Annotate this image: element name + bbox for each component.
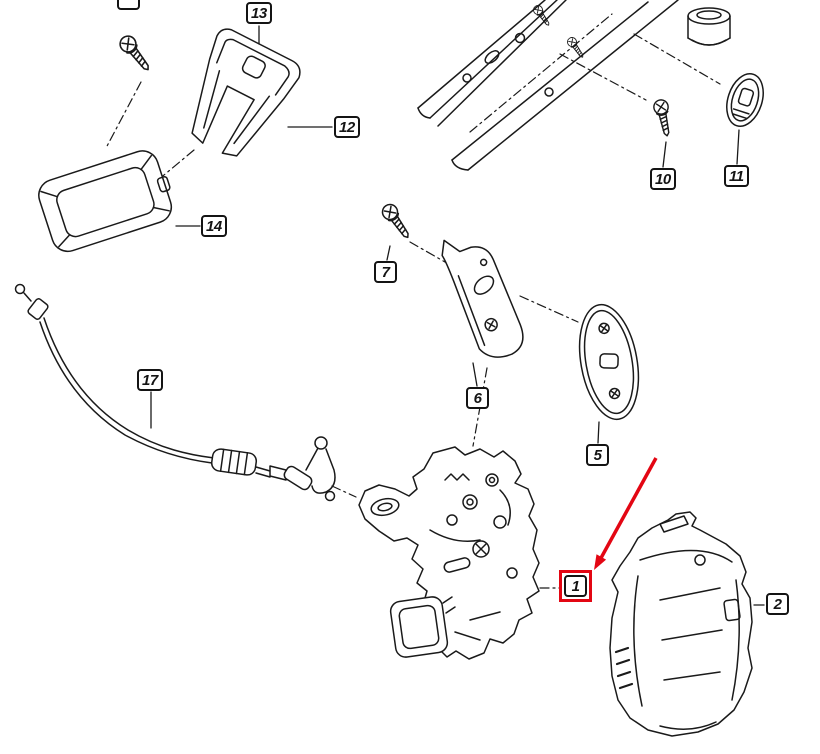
- callout-12[interactable]: 12: [334, 116, 360, 138]
- callout-6[interactable]: 6: [466, 387, 489, 409]
- part-bezel-14: [38, 150, 173, 253]
- callout-17[interactable]: 17: [137, 369, 163, 391]
- callout-13[interactable]: 13: [246, 2, 272, 24]
- door-frame-rails: [417, 0, 679, 171]
- assembly-centerlines: [105, 13, 721, 589]
- leader-lines: [150, 25, 765, 606]
- callout-1[interactable]: 1: [564, 575, 587, 597]
- part-guide-bracket-12: [191, 28, 301, 157]
- callout-partial[interactable]: [117, 0, 140, 10]
- part-carrier-2: [609, 511, 753, 737]
- part-cable-17: [14, 283, 336, 502]
- part-buffer-plug: [687, 7, 731, 46]
- part-cap-11: [726, 73, 764, 127]
- highlight-arrow: [594, 457, 658, 570]
- part-screw-7: [378, 200, 415, 243]
- part-screw-top-left: [116, 32, 156, 76]
- callout-10[interactable]: 10: [650, 168, 676, 190]
- part-screw-10: [651, 97, 675, 139]
- callout-5[interactable]: 5: [586, 444, 609, 466]
- callout-1-highlight-frame: 1: [559, 570, 592, 602]
- callout-2[interactable]: 2: [766, 593, 789, 615]
- part-gasket-5: [578, 303, 640, 421]
- part-lock-1: [358, 446, 540, 660]
- line-art-root: [14, 0, 765, 737]
- callout-14[interactable]: 14: [201, 215, 227, 237]
- callout-11[interactable]: 11: [724, 165, 749, 187]
- callout-7[interactable]: 7: [374, 261, 397, 283]
- part-plate-6: [441, 239, 524, 358]
- frame-stud-screw-icon: [565, 35, 587, 61]
